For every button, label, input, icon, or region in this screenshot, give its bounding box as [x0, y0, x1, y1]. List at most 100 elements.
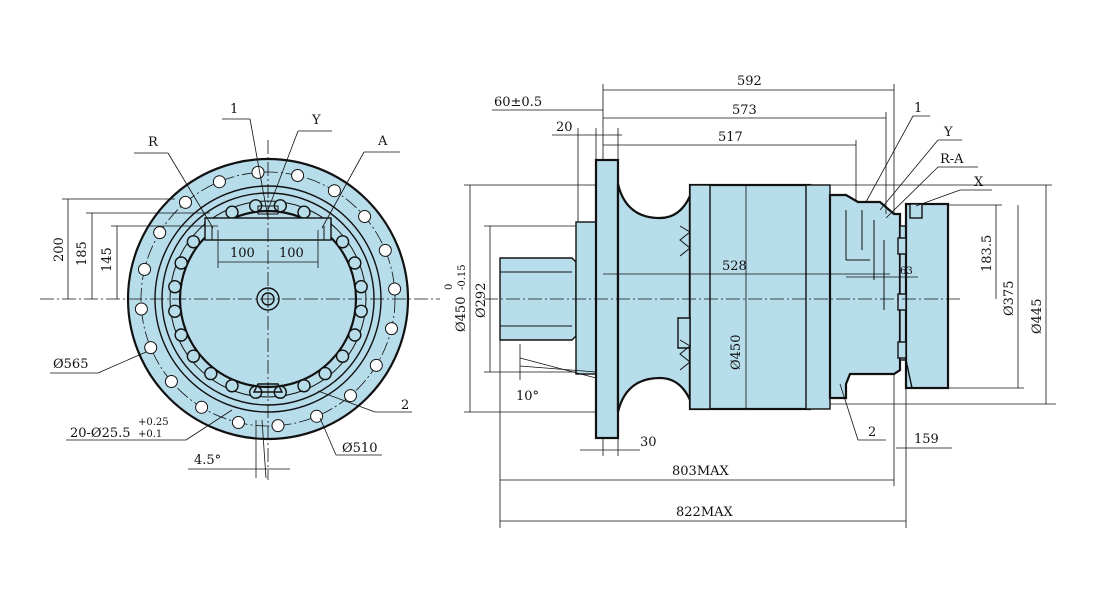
bolt-hole [344, 389, 357, 403]
angle-10-line-a [519, 365, 597, 373]
front-dim-100-right-text: 100 [279, 246, 304, 261]
side-hub-step-detail [679, 225, 691, 371]
dim-20-text: 20 [556, 120, 573, 135]
bolt-hole [134, 302, 148, 316]
bolt-hole [231, 416, 245, 429]
leader-x-side [915, 189, 961, 207]
scallop [297, 205, 311, 219]
dia-450-tol-lower-text: -0.15 [457, 264, 468, 290]
leader-ra-side [885, 166, 939, 219]
leader-2-side [839, 383, 859, 441]
label-a-front: A [377, 134, 388, 149]
front-bottom-port [252, 383, 284, 393]
leader-holes [185, 409, 233, 441]
scallop [354, 304, 368, 318]
leader-dia565 [97, 351, 147, 374]
bolt-hole [195, 400, 209, 414]
dia-450-inner-text: Ø450 [729, 335, 744, 370]
bolt-hole [153, 226, 167, 240]
side-internal-lines [845, 210, 885, 310]
bolt-hole [369, 358, 383, 372]
side-cover-bolt-1 [897, 237, 907, 255]
side-hub-step [575, 221, 597, 375]
dim-573-text: 573 [732, 103, 757, 118]
dim-528-text: 528 [722, 259, 747, 274]
dia-510-text: Ø510 [342, 441, 377, 456]
scallop [354, 280, 368, 294]
label-1-front: 1 [230, 102, 238, 117]
front-dim-200-text: 200 [52, 237, 67, 262]
side-cover-bolt-3 [897, 341, 907, 359]
holes-tol-upper-text: +0.25 [138, 417, 169, 428]
scallop [174, 328, 188, 342]
leader-2-front [317, 390, 376, 413]
dia-375-text: Ø375 [1002, 281, 1017, 316]
leader-y-side [879, 139, 939, 211]
front-view: 200 185 145 100 100 1 Y R A Ø565 20-Ø25.… [40, 102, 440, 480]
bolt-hole [327, 184, 341, 198]
scallop [186, 349, 201, 363]
scallop [168, 280, 182, 294]
bolt-hole [251, 165, 265, 179]
bolt-hole [271, 419, 285, 433]
front-port-details [211, 205, 325, 240]
side-cover-bolt-2 [897, 293, 907, 311]
bolt-hole [388, 282, 402, 296]
angle-10-line-b [519, 357, 597, 379]
side-port-x [909, 203, 923, 219]
side-drum-ring-2 [805, 184, 831, 410]
scallop [174, 256, 188, 270]
side-shaft-notch [500, 271, 572, 327]
scallop [348, 328, 362, 342]
leader-a-front [321, 151, 365, 229]
label-r-front: R [148, 135, 159, 150]
scallop [204, 366, 218, 381]
angle-10-text: 10° [516, 389, 539, 404]
label-ra-side: R-A [940, 152, 964, 167]
bolt-hole [179, 195, 192, 209]
front-dim-100-left-text: 100 [230, 246, 255, 261]
dim-822-text: 822MAX [676, 505, 734, 520]
bolt-hole [138, 262, 151, 276]
scallop [297, 379, 311, 393]
angle-line-b [261, 419, 267, 479]
leader-dia510 [319, 417, 337, 456]
dim-592-text: 592 [737, 74, 762, 89]
side-cover-fillet [905, 359, 948, 389]
label-2-front: 2 [401, 398, 409, 413]
front-dim-185-text: 185 [75, 241, 90, 266]
front-dim-145-text: 145 [100, 247, 115, 272]
angle-4-5-text: 4.5° [194, 453, 221, 468]
dim-517-text: 517 [718, 130, 743, 145]
scallop [186, 235, 201, 249]
scallop [225, 205, 239, 219]
side-neck [616, 183, 692, 413]
label-1-side: 1 [914, 101, 922, 116]
scallop [335, 349, 350, 363]
side-rear-housing [828, 193, 902, 400]
bolt-hole [212, 175, 226, 189]
leader-y-front [267, 130, 299, 211]
leader-r-front [167, 152, 214, 229]
dia-292-text: Ø292 [474, 283, 489, 318]
bolt-hole [310, 409, 324, 423]
dim-60-text: 60±0.5 [494, 95, 542, 110]
bolt-hole [164, 375, 178, 388]
front-scallops [168, 199, 368, 399]
leader-1-side [865, 115, 914, 203]
label-y-front: Y [311, 113, 321, 128]
dim-183-text: 183.5 [980, 235, 995, 272]
label-y-side: Y [943, 125, 953, 140]
holes-tol-lower-text: +0.1 [138, 429, 162, 440]
bolt-hole [144, 341, 158, 355]
dia-445-text: Ø445 [1030, 299, 1045, 334]
dim-30-text: 30 [640, 435, 657, 450]
side-cover [904, 202, 950, 390]
label-x-side: X [974, 175, 984, 190]
side-drum-boss [677, 317, 691, 349]
scallop [318, 366, 332, 381]
dim-803-text: 803MAX [672, 464, 730, 479]
scallop [348, 256, 362, 270]
scallop [225, 379, 239, 393]
